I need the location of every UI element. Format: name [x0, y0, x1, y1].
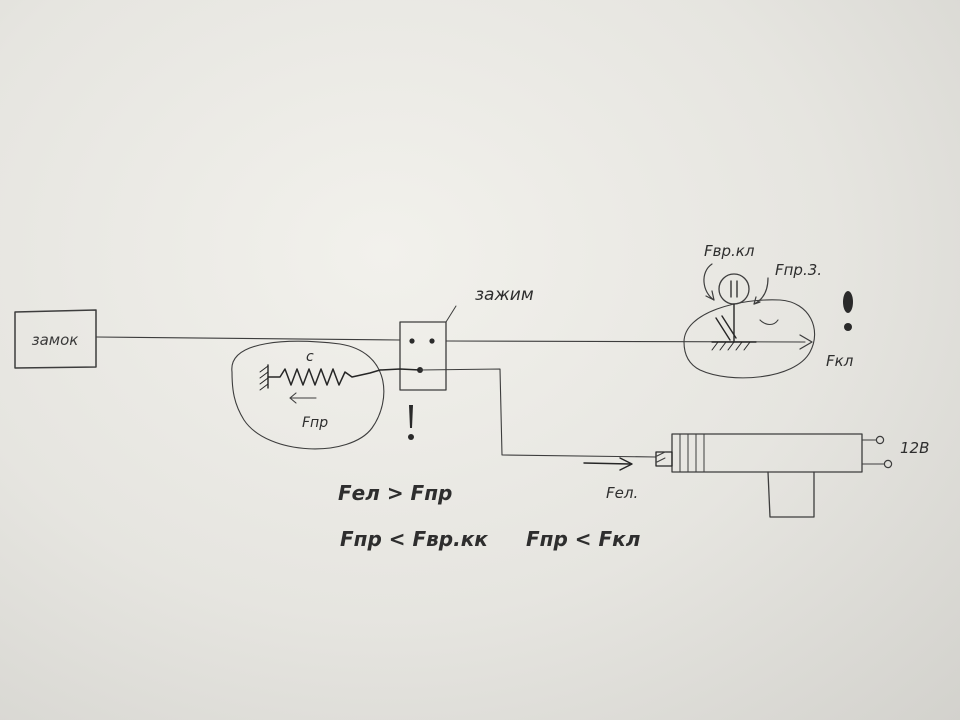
valve-brace — [715, 315, 737, 341]
spring-anchor-hatch — [259, 365, 269, 391]
electric-force-arrowhead — [619, 457, 633, 471]
clamp-exclamation — [408, 405, 414, 440]
formula-spring-lt-brake: Fпр < Fвр.кк — [340, 527, 488, 551]
brake-force-arrow-curve — [703, 263, 715, 301]
exclamation-bar — [409, 405, 413, 428]
actuator-coil-lines — [679, 433, 705, 473]
terminal-minus — [883, 459, 893, 469]
valve-small-curve — [759, 319, 779, 326]
spring3-force-label: Fпр.3. — [775, 261, 822, 279]
clamp-dot-left — [409, 338, 415, 344]
clamp-box — [399, 321, 447, 391]
spring-mark-c: c — [306, 349, 314, 365]
electric-force-label: Fел. — [606, 484, 638, 502]
clamp-dot-right — [429, 338, 435, 344]
valve-force-label: Fкл — [826, 352, 854, 370]
valve-group: Fвр.кл Fпр.3. Fкл — [683, 242, 854, 379]
clamp-label: зажим — [475, 285, 534, 305]
lock-block: замок — [14, 309, 97, 369]
valve-circle — [718, 273, 750, 305]
cable-lock-to-clamp — [95, 336, 401, 341]
actuator-plunger-hatch — [656, 451, 666, 463]
valve-base-hatch — [711, 341, 751, 351]
terminal-plus — [875, 435, 885, 445]
electric-force-arrow-line — [583, 462, 631, 465]
valve-exclamation — [843, 291, 853, 331]
valve-force-arrowhead — [799, 334, 813, 350]
actuator-body — [671, 433, 863, 473]
lock-label: замок — [32, 331, 79, 349]
spring3-force-arrowhead — [753, 296, 761, 305]
formula-electric-gt-spring: Fел > Fпр — [338, 481, 452, 505]
actuator-plunger — [655, 451, 673, 467]
valve-exclamation-bar — [843, 291, 853, 313]
clamp-leader-line — [445, 305, 457, 323]
actuator-block: 12В — [655, 433, 929, 518]
exclamation-dot — [408, 434, 414, 440]
valve-oval — [683, 299, 816, 379]
brake-force-label: Fвр.кл — [704, 242, 755, 260]
brake-force-arrowhead — [705, 290, 715, 301]
valve-exclamation-dot — [844, 323, 852, 331]
cable-clamp-to-actuator — [419, 368, 657, 458]
spring-zigzag — [267, 368, 421, 386]
spring-oval — [231, 340, 385, 450]
clamp-block: зажим — [399, 285, 534, 391]
voltage-label: 12В — [900, 439, 929, 457]
lock-box-outline — [14, 309, 97, 369]
spring-force-arrowhead — [289, 392, 297, 404]
spring-force-label: Fпр — [302, 415, 328, 431]
formula-spring-lt-valve: Fпр < Fкл — [526, 527, 641, 551]
actuator-stem — [767, 471, 815, 518]
spring-group: c Fпр — [231, 340, 421, 450]
